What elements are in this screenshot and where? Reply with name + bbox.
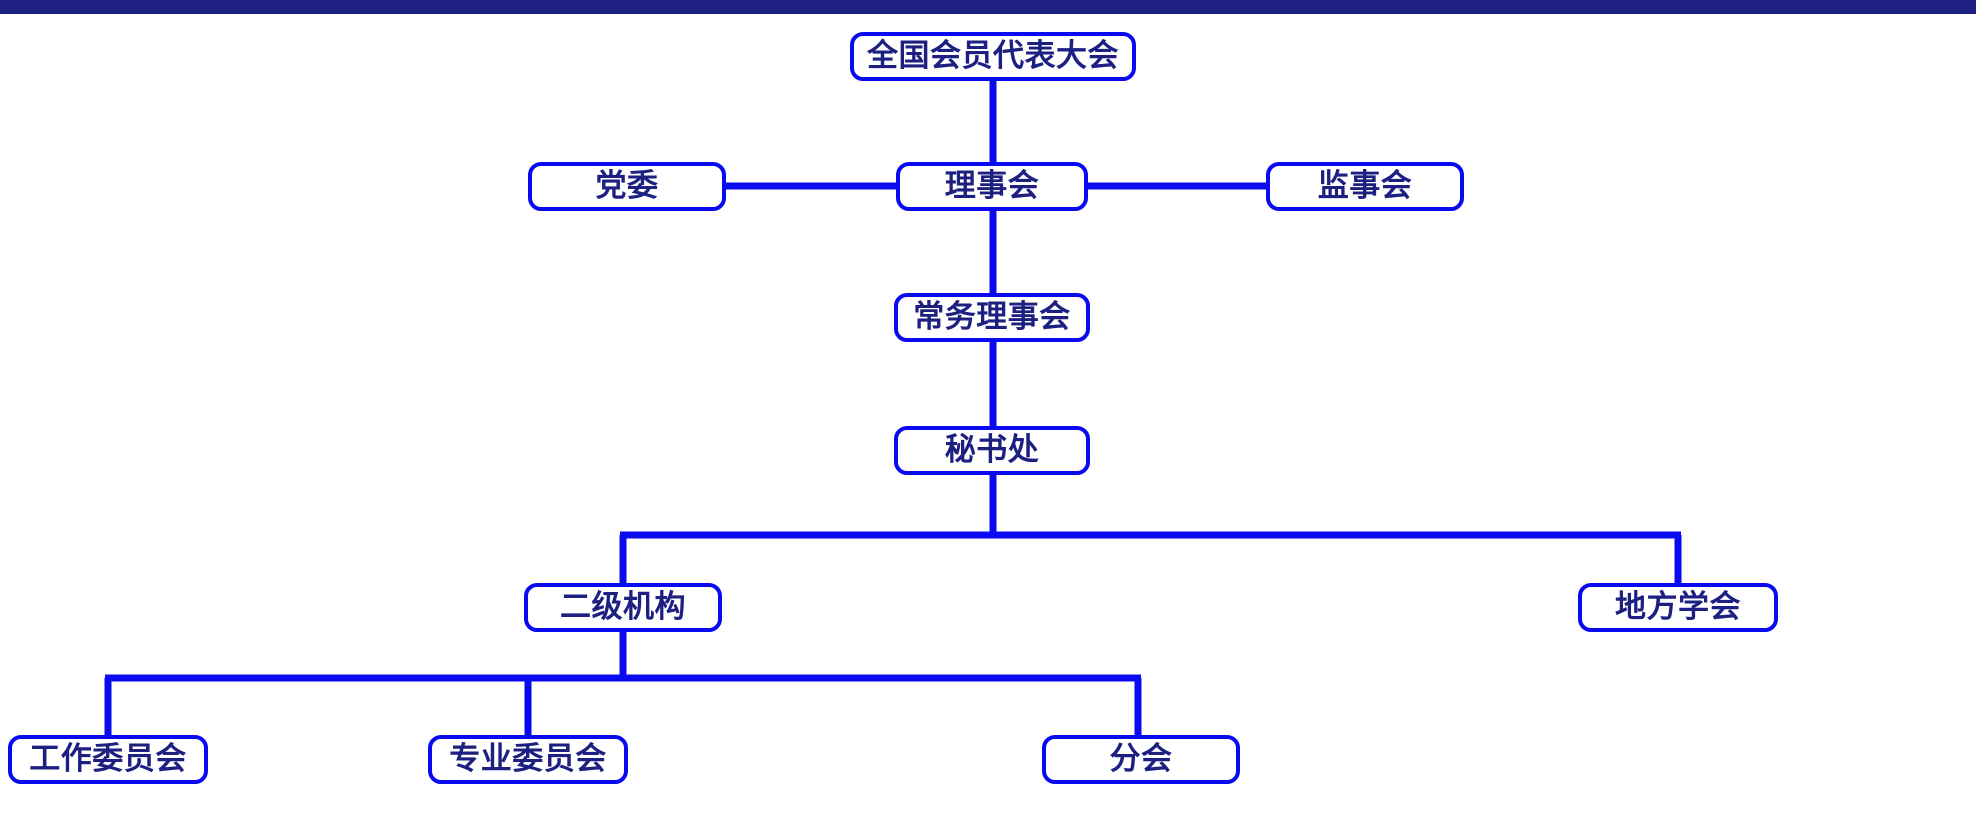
node-local-societies[interactable]: 地方学会: [1578, 583, 1778, 632]
node-label: 专业委员会: [449, 741, 607, 776]
node-working-committee[interactable]: 工作委员会: [8, 735, 208, 784]
node-party-committee[interactable]: 党委: [528, 162, 726, 211]
node-label: 常务理事会: [913, 299, 1071, 334]
node-council[interactable]: 理事会: [896, 162, 1088, 211]
node-label: 监事会: [1317, 168, 1413, 203]
node-label: 二级机构: [560, 589, 686, 624]
node-label: 工作委员会: [29, 741, 187, 776]
node-label: 党委: [595, 168, 659, 203]
node-label: 分会: [1109, 741, 1173, 776]
node-label: 全国会员代表大会: [867, 38, 1119, 73]
node-secondary-institutions[interactable]: 二级机构: [524, 583, 722, 632]
node-board-of-supervisors[interactable]: 监事会: [1266, 162, 1464, 211]
node-label: 地方学会: [1615, 589, 1741, 624]
node-label: 理事会: [944, 168, 1040, 203]
node-label: 秘书处: [944, 432, 1040, 467]
node-national-congress[interactable]: 全国会员代表大会: [850, 32, 1136, 81]
node-standing-council[interactable]: 常务理事会: [894, 293, 1090, 342]
top-accent-bar: [0, 0, 1976, 14]
node-professional-committee[interactable]: 专业委员会: [428, 735, 628, 784]
node-branch[interactable]: 分会: [1042, 735, 1240, 784]
node-secretariat[interactable]: 秘书处: [894, 426, 1090, 475]
